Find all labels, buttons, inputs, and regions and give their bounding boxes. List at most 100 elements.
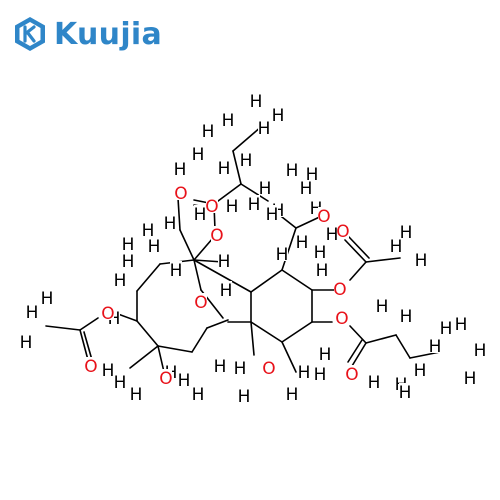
hexagon-k-icon xyxy=(15,17,45,51)
atom-label-bg xyxy=(160,369,172,385)
atom-label-bg xyxy=(202,122,214,138)
bond xyxy=(232,150,242,185)
atom-label-bg xyxy=(306,165,318,181)
atom-label-bg xyxy=(178,371,190,387)
atom-label-bg xyxy=(195,293,207,309)
hydrogen-atom-label: H xyxy=(240,151,253,171)
hydrogen-atom-label: H xyxy=(429,337,442,357)
bond xyxy=(281,269,313,291)
bond xyxy=(79,317,99,331)
atom-label-bg xyxy=(276,245,288,261)
atom-label-bg xyxy=(440,319,452,335)
atom-label-bg xyxy=(248,195,260,211)
hydrogen-atom-label: H xyxy=(218,159,231,179)
hydrogen-atom-label: H xyxy=(306,165,319,185)
atom-label-bg xyxy=(326,225,338,241)
hydrogen-atom-label: H xyxy=(390,237,403,257)
bond xyxy=(351,342,367,367)
hydrogen-atom-label: H xyxy=(226,197,239,217)
hydrogen-atom-label: H xyxy=(174,160,187,180)
hydrogen-atom-label: H xyxy=(298,363,311,383)
atom-label-bg xyxy=(429,337,441,353)
bond xyxy=(136,320,159,347)
atom-label-bg xyxy=(122,252,134,268)
bond xyxy=(206,319,229,329)
atom-label-bg xyxy=(234,359,246,375)
atom-label-bg xyxy=(148,237,160,253)
bond xyxy=(365,334,397,344)
atom-label-bg xyxy=(250,92,262,108)
atom-label-bg xyxy=(142,221,154,237)
atom-label-bg xyxy=(214,357,226,373)
hydrogen-atom-label: H xyxy=(142,221,155,241)
atom-label-bg xyxy=(400,223,412,239)
hydrogen-atom-label: H xyxy=(276,245,289,265)
atom-label-bg xyxy=(194,205,206,221)
atom-label-bg xyxy=(314,365,326,381)
atom-label-bg xyxy=(298,363,310,379)
hydrogen-atom-label: H xyxy=(202,122,215,142)
hydrogen-atom-label: H xyxy=(248,195,261,215)
atom-label-bg xyxy=(206,197,218,213)
hydrogen-atom-label: H xyxy=(319,345,332,365)
atom-label-bg xyxy=(192,385,204,401)
hydrogen-atom-label: H xyxy=(399,383,412,403)
atom-label-bg xyxy=(192,145,204,161)
bond xyxy=(240,183,269,202)
hydrogen-atom-label: H xyxy=(41,289,54,309)
hydrogen-atom-label: H xyxy=(314,365,327,385)
atom-label-bg xyxy=(218,252,230,268)
bond xyxy=(193,237,214,261)
hydrogen-atom-label: H xyxy=(218,252,231,272)
atom-label-bg xyxy=(266,205,278,221)
atom-label-bg xyxy=(240,151,252,167)
atom-label-bg xyxy=(102,361,114,377)
atom-label-bg xyxy=(114,373,126,389)
hydrogen-atom-label: H xyxy=(272,106,285,126)
bond xyxy=(395,334,411,359)
hydrogen-atom-label: H xyxy=(250,92,263,112)
atom-label-bg xyxy=(376,297,388,313)
bond xyxy=(250,321,283,343)
bond xyxy=(281,341,297,373)
oxygen-atom-label: O xyxy=(335,309,348,329)
brand-name: Kuujia xyxy=(54,16,163,52)
hydrogen-atom-label: H xyxy=(368,373,381,393)
atom-label-bg xyxy=(334,280,346,296)
hydrogen-atom-label: H xyxy=(178,371,191,391)
atom-label-bg xyxy=(316,261,328,277)
hydrogen-atom-label: H xyxy=(114,271,127,291)
hydrogen-atom-label: H xyxy=(464,369,477,389)
hydrogen-atom-label: H xyxy=(26,303,39,323)
hydrogen-atom-label: H xyxy=(130,385,143,405)
atom-label-bg xyxy=(174,160,186,176)
bond xyxy=(83,331,93,361)
hydrogen-atom-label: H xyxy=(220,281,233,301)
oxygen-atom-label: O xyxy=(174,184,187,204)
bond xyxy=(177,197,181,231)
atom-label-bg xyxy=(415,251,427,267)
hydrogen-atom-label: H xyxy=(376,297,389,317)
hydrogen-atom-label: H xyxy=(122,252,135,272)
bond xyxy=(344,239,367,263)
atom-label-bg xyxy=(218,159,230,175)
bond xyxy=(250,321,255,356)
hydrogen-atom-label: H xyxy=(296,233,309,253)
atom-label-bg xyxy=(296,233,308,249)
hydrogen-atom-label: H xyxy=(400,223,413,243)
bond xyxy=(117,313,138,322)
bond xyxy=(349,325,367,344)
atom-label-bg xyxy=(399,383,411,399)
atom-label-bg xyxy=(102,304,114,320)
hydrogen-atom-label: H xyxy=(238,387,251,407)
atom-label-bg xyxy=(26,303,38,319)
bond xyxy=(45,325,81,331)
bond xyxy=(157,345,193,353)
hydrogen-atom-label: H xyxy=(192,385,205,405)
hydrogen-atom-label: H xyxy=(222,111,235,131)
atom-label-bg xyxy=(122,235,134,251)
oxygen-atom-label: O xyxy=(336,222,349,242)
bond xyxy=(213,183,242,205)
